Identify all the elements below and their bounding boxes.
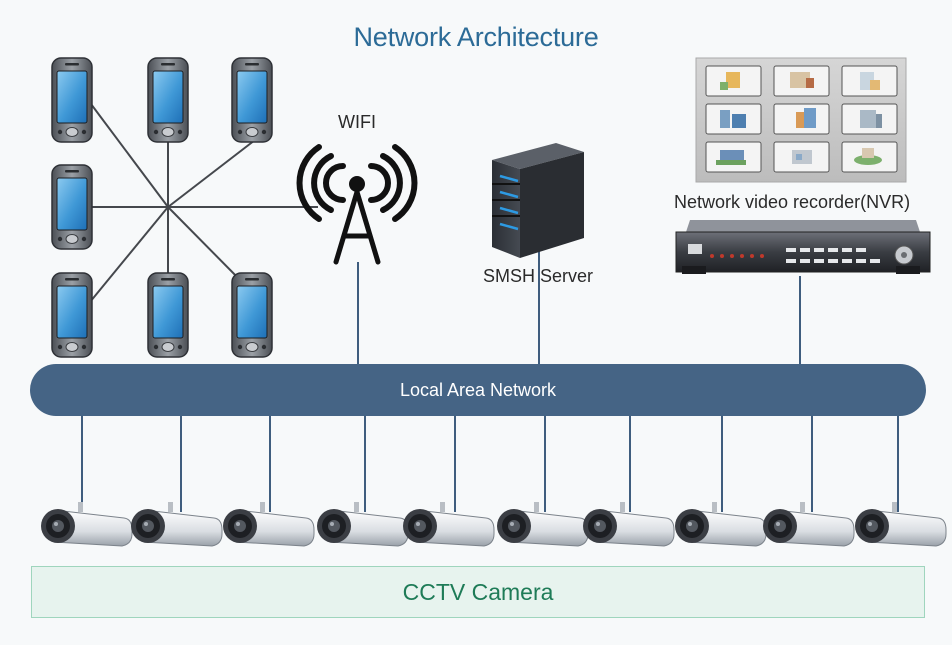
server-icon	[492, 143, 584, 258]
cctv-camera-icon	[762, 501, 855, 547]
smartphone-icon	[51, 164, 93, 250]
smartphone-icon	[147, 57, 189, 143]
lan-uplinks	[357, 248, 801, 366]
cctv-camera-icon	[496, 501, 589, 547]
camera-drops	[81, 414, 899, 512]
video-wall-icon	[695, 57, 907, 183]
cctv-camera-icon	[316, 501, 409, 547]
cctv-camera-icon	[222, 501, 315, 547]
smartphone-icon	[147, 272, 189, 358]
phone-links	[87, 99, 318, 303]
smartphone-icon	[51, 57, 93, 143]
cctv-camera-box: CCTV Camera	[31, 566, 925, 618]
cctv-camera-icon	[674, 501, 767, 547]
wifi-tower-icon	[296, 144, 418, 265]
cctv-camera-icon	[130, 501, 223, 547]
smartphone-icon	[231, 57, 273, 143]
diagram-title: Network Architecture	[353, 22, 599, 52]
local-area-network-bar: Local Area Network	[30, 364, 926, 416]
smartphone-icon	[51, 272, 93, 358]
nvr-device-icon	[675, 220, 931, 274]
cctv-camera-icon	[40, 501, 133, 547]
cctv-camera-icon	[402, 501, 495, 547]
server-label: SMSH Server	[483, 266, 594, 286]
cctv-camera-icon	[582, 501, 675, 547]
cctv-camera-icon	[854, 501, 947, 547]
nvr-label: Network video recorder(NVR)	[674, 192, 911, 212]
smartphone-icon	[231, 272, 273, 358]
wifi-label: WIFI	[338, 112, 376, 132]
